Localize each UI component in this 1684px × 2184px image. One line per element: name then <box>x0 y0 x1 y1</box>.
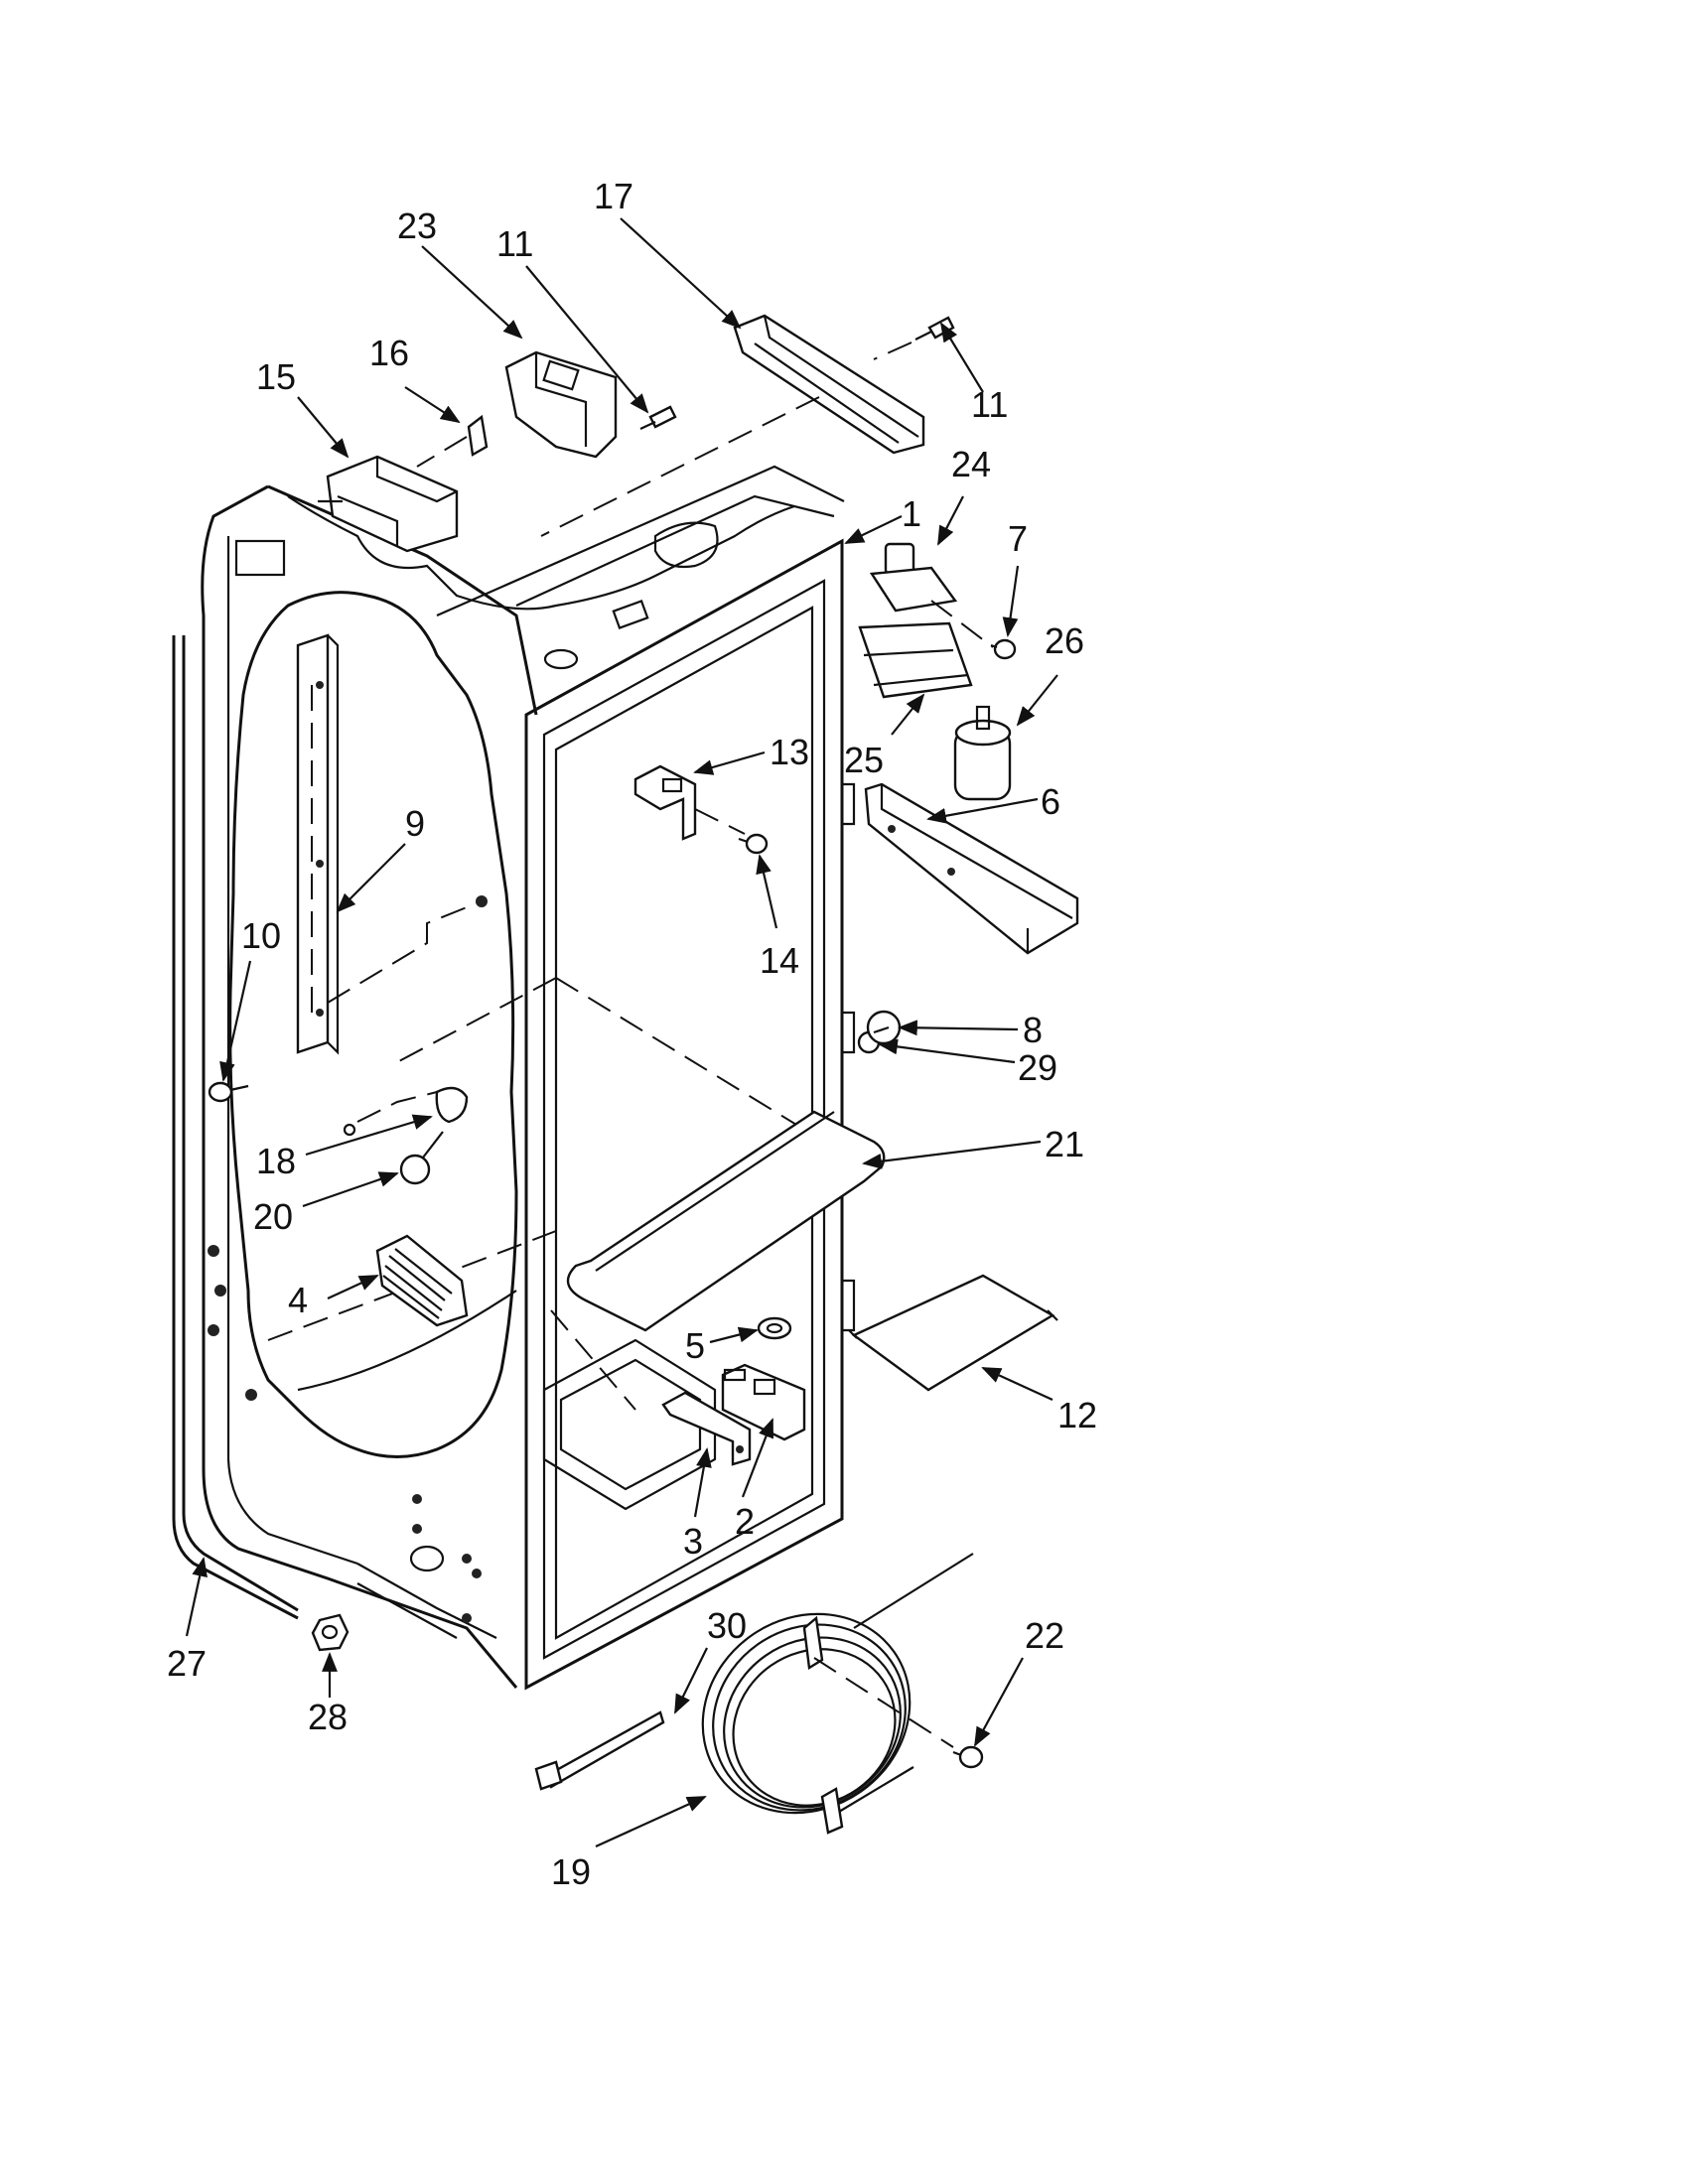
callout-6: 6 <box>1041 781 1060 822</box>
water-line-coil <box>701 1553 974 1835</box>
callout-13: 13 <box>770 732 809 772</box>
air-duct <box>864 782 1079 955</box>
insulation-panel <box>848 1274 1058 1392</box>
callout-25: 25 <box>844 740 884 780</box>
callout-5: 5 <box>685 1325 705 1366</box>
callout-24: 24 <box>951 444 991 484</box>
callout-17: 17 <box>594 176 633 216</box>
cabinet-liner <box>201 465 856 1691</box>
callout-11-top: 11 <box>496 223 533 264</box>
screw-14 <box>738 833 769 855</box>
callout-20: 20 <box>253 1196 293 1237</box>
screw-11-left <box>639 405 677 430</box>
callout-11-right: 11 <box>971 384 1008 425</box>
callout-28: 28 <box>308 1697 348 1737</box>
screw-22 <box>952 1745 984 1769</box>
callout-9: 9 <box>405 803 425 844</box>
callout-3: 3 <box>683 1521 703 1562</box>
bracket-2 <box>721 1363 806 1441</box>
callout-1: 1 <box>902 493 921 534</box>
callout-10: 10 <box>241 915 281 956</box>
plug-5 <box>757 1316 792 1340</box>
top-air-channel <box>540 314 925 537</box>
callout-2: 2 <box>735 1501 755 1542</box>
plug-8 <box>866 1010 902 1045</box>
damper-housing <box>858 621 973 699</box>
callout-16: 16 <box>369 333 409 373</box>
callout-27: 27 <box>167 1643 207 1684</box>
callout-21: 21 <box>1045 1124 1084 1164</box>
callout-29: 29 <box>1018 1047 1057 1088</box>
bracket-3 <box>661 1391 752 1466</box>
callout-22: 22 <box>1025 1615 1064 1656</box>
callout-15: 15 <box>256 356 296 397</box>
cable-tie <box>534 1710 665 1791</box>
clip-16 <box>416 414 489 468</box>
callout-18: 18 <box>256 1141 296 1181</box>
callout-8: 8 <box>1023 1010 1043 1050</box>
callout-7: 7 <box>1008 518 1028 559</box>
callout-23: 23 <box>397 205 437 246</box>
screw-10 <box>208 1081 249 1103</box>
hex-nut <box>311 1613 350 1652</box>
mounting-bracket-13 <box>633 764 746 841</box>
callout-30: 30 <box>707 1605 747 1646</box>
shelf-support-rail <box>296 633 488 1055</box>
screw-7 <box>990 638 1017 660</box>
callout-12: 12 <box>1057 1395 1097 1435</box>
vent-grille <box>375 1234 469 1327</box>
leader-arrows <box>185 217 1058 1848</box>
light-socket <box>343 1086 469 1137</box>
damper-control <box>869 542 994 648</box>
damper-motor <box>953 705 1012 801</box>
crisper-cover <box>566 1110 886 1332</box>
control-housing <box>318 455 459 553</box>
callout-26: 26 <box>1045 620 1084 661</box>
control-bracket <box>504 350 618 459</box>
callout-14: 14 <box>760 940 799 981</box>
callout-19: 19 <box>551 1851 591 1892</box>
callout-labels: 17 23 11 15 16 11 24 1 7 26 25 13 6 9 10… <box>167 176 1097 1892</box>
callout-4: 4 <box>288 1280 308 1320</box>
light-bulb <box>399 1131 444 1185</box>
